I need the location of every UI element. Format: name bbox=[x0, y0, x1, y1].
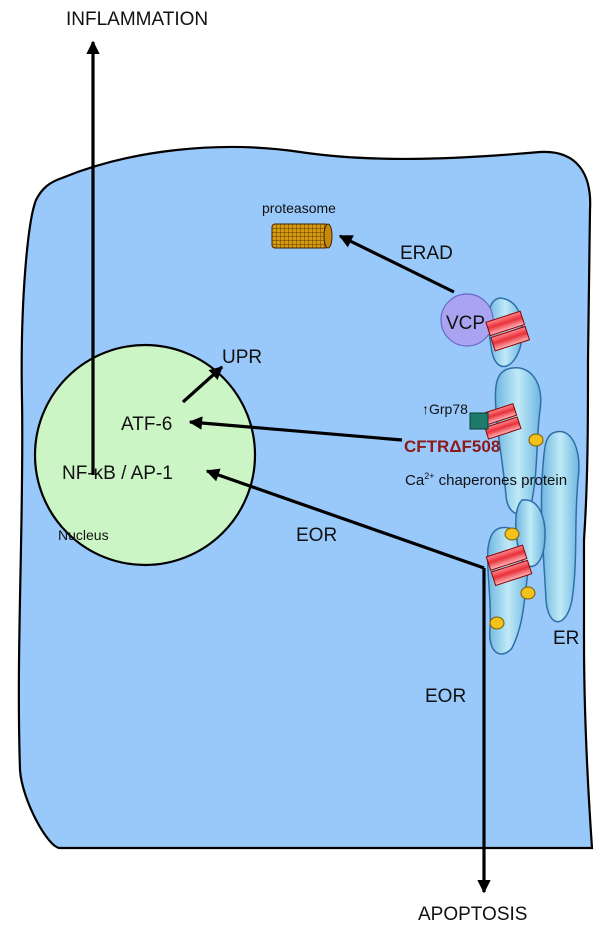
ca-superscript: 2+ bbox=[424, 471, 434, 481]
grp78-label: ↑Grp78 bbox=[422, 401, 468, 417]
arrow-erad bbox=[338, 234, 455, 294]
proteasome-icon bbox=[271, 223, 333, 249]
proteasome-label: proteasome bbox=[262, 200, 336, 216]
upr-label: UPR bbox=[222, 347, 262, 368]
calcium-ions bbox=[489, 433, 544, 630]
apoptosis-label: APOPTOSIS bbox=[418, 904, 527, 925]
eor-lower-label: EOR bbox=[425, 686, 466, 707]
cftr-protein-vcp bbox=[485, 310, 531, 352]
arrow-upr bbox=[181, 365, 224, 404]
calcium-chaperones-label: Ca2+ chaperones protein bbox=[405, 471, 567, 489]
eor-upper-label: EOR bbox=[296, 525, 337, 546]
atf6-label: ATF-6 bbox=[121, 414, 172, 435]
inflammation-label: INFLAMMATION bbox=[66, 9, 208, 30]
pathway-arrows bbox=[86, 40, 491, 894]
er-label: ER bbox=[553, 628, 579, 649]
grp78-chaperone bbox=[469, 412, 489, 430]
arrow-to-atf6 bbox=[188, 416, 403, 442]
erad-label: ERAD bbox=[400, 243, 453, 264]
chaperones-text: chaperones protein bbox=[434, 472, 567, 489]
cftr-deltaf508-label: CFTRΔF508 bbox=[404, 437, 500, 456]
nfkb-ap1-label: NF-κB / AP-1 bbox=[62, 463, 173, 484]
nucleus bbox=[33, 343, 257, 567]
cftr-protein-grp78 bbox=[479, 403, 522, 440]
arrow-eor-to-nfkb bbox=[205, 468, 485, 570]
cftr-protein-er bbox=[485, 544, 533, 587]
ca-text: Ca bbox=[405, 472, 425, 489]
nucleus-label: Nucleus bbox=[58, 527, 109, 543]
vcp-label: VCP bbox=[446, 313, 485, 334]
